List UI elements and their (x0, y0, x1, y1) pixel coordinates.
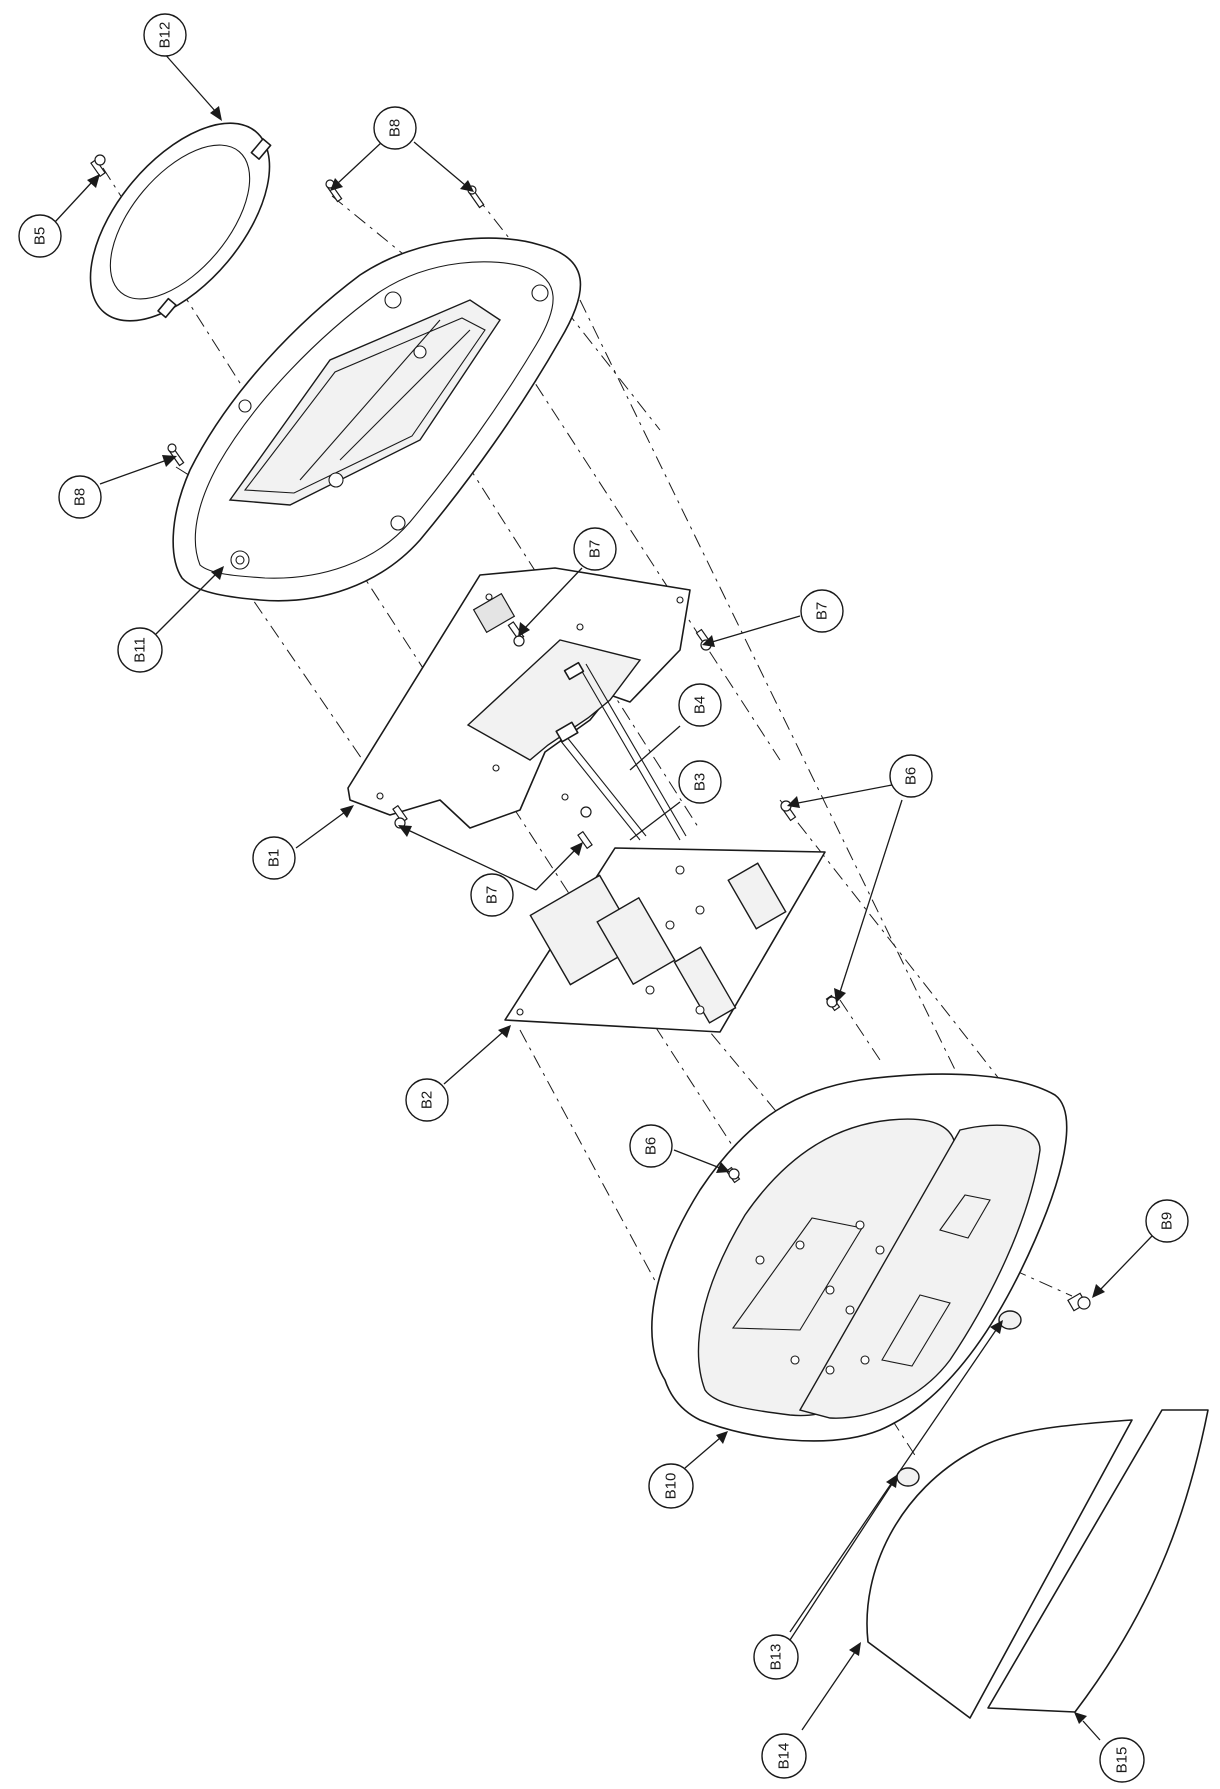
overlay-b15 (987, 1409, 1209, 1713)
rubber-feet-b13 (896, 1310, 1022, 1487)
callout-label-b7-right: B7 (814, 602, 831, 620)
callout-b8-left: B8 (58, 475, 102, 519)
callout-b6-bottom: B6 (629, 1124, 673, 1168)
screw-b9 (1067, 1292, 1091, 1312)
callout-b7-bottom: B7 (470, 873, 514, 917)
callout-b10: B10 (648, 1463, 694, 1509)
cable-harness-b3-b4 (555, 661, 687, 841)
callout-b1: B1 (252, 836, 296, 880)
callout-b9: B9 (1145, 1199, 1189, 1243)
overlay-b14 (866, 1419, 1133, 1719)
callout-label-b13: B13 (768, 1644, 785, 1671)
callout-label-b6-top: B6 (903, 767, 920, 785)
callout-b13: B13 (753, 1634, 799, 1680)
callout-b4: B4 (678, 683, 722, 727)
callout-label-b8-left: B8 (72, 488, 89, 506)
callout-b14: B14 (761, 1733, 807, 1779)
screw-b5 (90, 154, 106, 178)
ring-bezel-b12 (89, 122, 272, 322)
callout-label-b3: B3 (692, 773, 709, 791)
callout-label-b5: B5 (32, 227, 49, 245)
front-housing-b10 (651, 1073, 1068, 1442)
screw-b8-1 (325, 179, 343, 203)
mounting-plate-b1 (347, 567, 691, 829)
callout-label-b15: B15 (1114, 1747, 1131, 1774)
callout-b5: B5 (18, 214, 62, 258)
callout-b7-top: B7 (573, 527, 617, 571)
callout-b15: B15 (1099, 1737, 1145, 1783)
callout-label-b12: B12 (157, 22, 174, 49)
callout-label-b14: B14 (776, 1743, 793, 1770)
callout-b11: B11 (117, 627, 163, 673)
callout-b2: B2 (405, 1078, 449, 1122)
callout-label-b6-bottom: B6 (643, 1137, 660, 1155)
screw-b7-4 (577, 806, 593, 850)
callout-label-b2: B2 (419, 1091, 436, 1109)
callout-label-b9: B9 (1159, 1212, 1176, 1230)
callout-label-b4: B4 (692, 696, 709, 714)
callout-label-b8-top: B8 (387, 119, 404, 137)
callout-label-b7-bottom: B7 (484, 886, 501, 904)
callout-label-b1: B1 (266, 849, 283, 867)
callout-label-b7-top: B7 (587, 540, 604, 558)
callout-b7-right: B7 (800, 589, 844, 633)
leader-lines (54, 51, 1153, 1741)
callout-label-b10: B10 (663, 1473, 680, 1500)
screws (90, 154, 1091, 1312)
callout-label-b11: B11 (132, 637, 149, 663)
rear-housing-b11 (172, 237, 582, 602)
callout-b3: B3 (678, 760, 722, 804)
callout-b6-top: B6 (889, 754, 933, 798)
screw-b6-3 (725, 1166, 741, 1184)
callout-b8-top: B8 (373, 106, 417, 150)
callout-b12: B12 (143, 13, 187, 57)
circuit-board-b2 (504, 847, 826, 1033)
screw-b6-2 (825, 994, 841, 1012)
